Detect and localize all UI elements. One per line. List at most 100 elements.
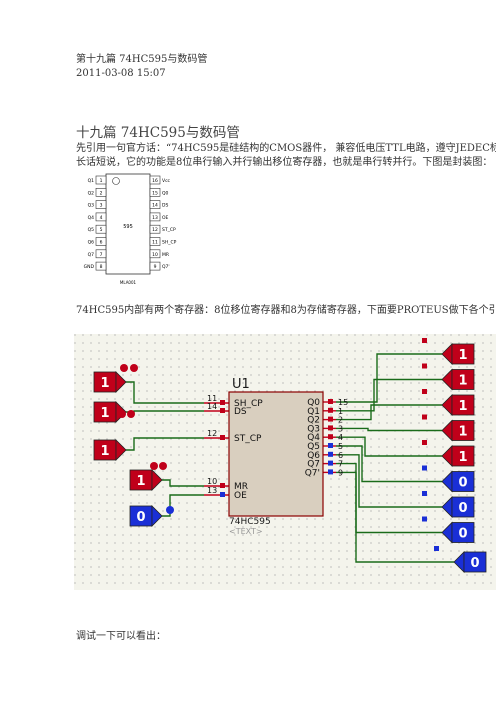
input-pin-number: 12: [207, 429, 217, 438]
right-pin-name: Vcc: [162, 178, 171, 184]
output-probe-value: 0: [458, 501, 467, 516]
output-probe: [451, 369, 475, 390]
right-pin-box: [149, 187, 161, 197]
output-probe-value: 0: [458, 476, 467, 491]
left-pin-box: [95, 187, 107, 197]
output-probe: [451, 445, 475, 467]
input-probe-arrow: [151, 469, 163, 491]
intro-line-1: 先引用一句官方话：“74HC595是硅结构的CMOS器件， 兼容低电压TTL电路…: [76, 143, 496, 154]
output-pin-number: 3: [338, 424, 343, 433]
right-pin-box: [149, 212, 161, 222]
output-pin-name: Q4: [307, 433, 320, 443]
right-pin-name: OE: [162, 215, 169, 221]
left-pin-number: 3: [100, 203, 103, 209]
left-pin-number: 4: [100, 215, 103, 221]
state-dot: [434, 546, 439, 551]
state-dot: [422, 414, 427, 420]
state-dot: [130, 364, 138, 372]
input-probe-value: 1: [100, 376, 109, 391]
right-pin-name: Q7': [162, 264, 170, 270]
pin-state-square: [328, 451, 333, 457]
output-probe-value: 0: [458, 527, 467, 542]
input-pin-name: SH_CP: [234, 399, 263, 409]
output-pin-name: Q0: [307, 398, 320, 408]
input-probe-value: 1: [100, 406, 109, 421]
output-pin-number: 2: [338, 416, 343, 425]
output-probe: [451, 496, 475, 518]
output-pin-name: Q5: [307, 442, 320, 452]
output-probe-value: 1: [458, 425, 467, 440]
paragraph-registers: 74HC595内部有两个寄存器：8位移位寄存器和8为存储寄存器，下面要PROTE…: [76, 305, 496, 316]
output-probe: [463, 551, 487, 573]
right-pin-number: 13: [152, 215, 158, 221]
output-pin-number: 5: [338, 442, 343, 451]
input-pin-name: DS: [234, 407, 247, 417]
left-pin-box: [95, 249, 107, 259]
left-pin-name: Q5: [88, 227, 95, 233]
right-pin-box: [149, 261, 161, 271]
u1-text-placeholder: <TEXT>: [229, 527, 263, 536]
left-pin-number: 2: [100, 190, 103, 196]
page-title: 十九篇 74HC595与数码管: [76, 125, 240, 141]
right-pin-name: DS: [162, 203, 168, 209]
article-date: 2011-03-08 15:07: [76, 68, 166, 79]
right-pin-name: SH_CP: [162, 240, 177, 246]
pin-state-square: [220, 492, 225, 497]
left-pin-name: Q4: [88, 215, 95, 221]
state-dot: [118, 410, 126, 418]
output-pin-name: Q7': [305, 468, 320, 478]
u1-ref: U1: [232, 377, 250, 392]
left-pin-box: [95, 261, 107, 271]
input-pin-number: 10: [207, 477, 217, 486]
pin-state-square: [328, 399, 333, 404]
output-pin-name: Q2: [307, 416, 320, 426]
pin-state-square: [220, 408, 225, 413]
right-pin-box: [149, 237, 161, 246]
output-pin-number: 7: [338, 460, 343, 469]
right-pin-number: 16: [152, 178, 158, 184]
state-dot: [422, 440, 427, 445]
left-pin-number: 8: [100, 264, 103, 270]
output-probe-value: 1: [458, 348, 467, 363]
right-pin-box: [149, 249, 161, 259]
right-pin-box: [149, 224, 161, 234]
input-probe-arrow: [151, 505, 163, 527]
paragraph-debug: 调试一下可以看出：: [76, 631, 166, 642]
input-pin-name: OE: [234, 491, 247, 501]
left-pin-name: Q7: [88, 252, 95, 258]
input-probe-value: 0: [136, 510, 145, 525]
state-dot: [127, 410, 135, 418]
output-pin-name: Q7: [307, 460, 320, 470]
pin-state-square: [328, 434, 333, 440]
input-pin-number: 14: [207, 402, 217, 411]
u1-chip-body: [228, 391, 324, 517]
pin-state-square: [328, 469, 333, 475]
pin-state-square: [328, 416, 333, 422]
left-pin-name: Q3: [88, 203, 95, 209]
left-pin-number: 7: [100, 252, 103, 258]
state-dot: [422, 465, 427, 471]
right-pin-number: 9: [154, 264, 157, 270]
input-probe-value: 1: [136, 474, 145, 489]
pin-state-square: [328, 407, 333, 413]
left-pin-name: Q1: [88, 178, 95, 184]
output-pin-number: 9: [338, 468, 343, 477]
output-pin-name: Q6: [307, 451, 320, 461]
input-pin-name: ST_CP: [234, 434, 262, 444]
right-pin-number: 14: [152, 203, 158, 209]
left-pin-name: GND: [84, 264, 95, 270]
output-probe: [451, 471, 475, 492]
right-pin-box: [149, 200, 161, 209]
input-pin-number: 11: [207, 394, 217, 403]
left-pin-number: 1: [100, 178, 103, 184]
state-dot: [150, 462, 158, 470]
package-footer: MLA001: [120, 280, 137, 285]
right-pin-number: 15: [152, 190, 158, 196]
output-probe: [451, 394, 475, 416]
state-dot: [422, 338, 427, 343]
pin-state-square: [220, 400, 225, 405]
pin-state-square: [328, 425, 333, 431]
